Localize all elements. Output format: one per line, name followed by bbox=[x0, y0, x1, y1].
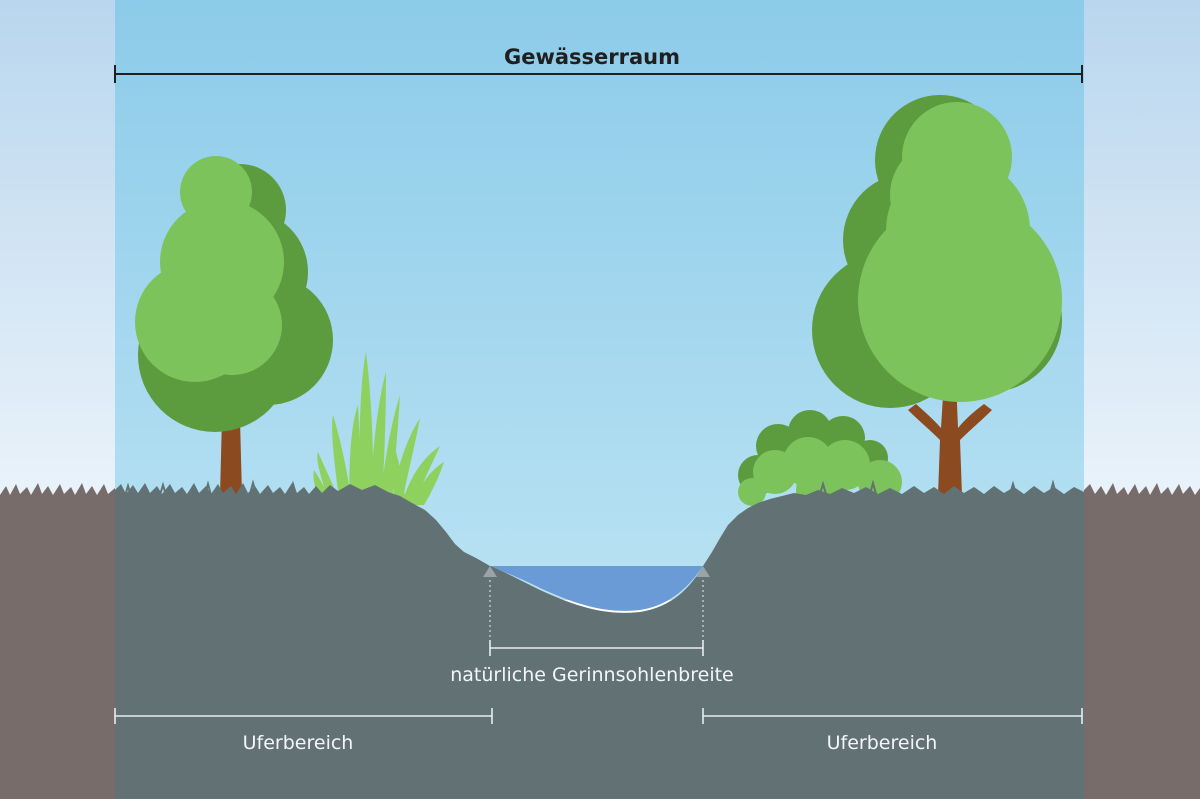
channel-width-label: natürliche Gerinnsohlenbreite bbox=[450, 664, 734, 686]
right-side-soil bbox=[1084, 483, 1200, 799]
ground-grass-edge bbox=[124, 479, 1057, 497]
ground-soil bbox=[115, 483, 1084, 799]
left-bank-label: Uferbereich bbox=[243, 732, 354, 754]
right-side-sky bbox=[1084, 0, 1200, 500]
right-bank-dimension bbox=[702, 708, 1083, 724]
right-side-panel bbox=[1084, 0, 1200, 799]
grass-tuft-icon bbox=[313, 352, 444, 505]
right-bank-label: Uferbereich bbox=[827, 732, 938, 754]
river-water bbox=[488, 566, 703, 611]
left-side-panel bbox=[0, 0, 115, 799]
title-dimension-line bbox=[114, 65, 1083, 83]
left-side-soil bbox=[0, 483, 115, 799]
left-bank-dimension bbox=[114, 708, 493, 724]
channel-right-marker bbox=[696, 566, 710, 577]
left-side-sky bbox=[0, 0, 115, 500]
right-tree-trunk bbox=[908, 380, 992, 495]
channel-width-dimension bbox=[489, 640, 704, 656]
left-tree-icon bbox=[135, 156, 333, 495]
diagram-title: Gewässerraum bbox=[504, 45, 680, 69]
right-tree-icon bbox=[812, 95, 1062, 495]
channel-left-marker bbox=[483, 566, 497, 577]
